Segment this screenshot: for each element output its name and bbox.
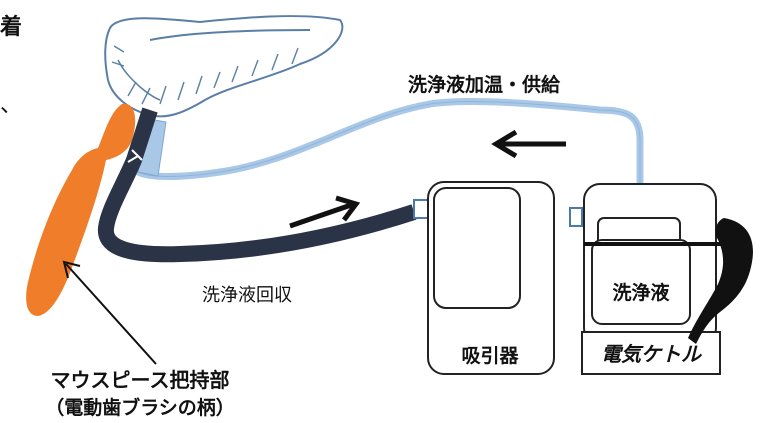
suction-connector	[413, 199, 429, 219]
recovery-tube	[97, 107, 417, 263]
supply-label: 洗浄液加温・供給	[408, 73, 561, 96]
electric-kettle	[581, 183, 722, 375]
clipped-label: 着	[0, 14, 22, 40]
suction-label: 吸引器	[461, 345, 519, 367]
suction-device	[427, 181, 555, 375]
cleaning-fluid-label: 洗浄液	[612, 281, 670, 304]
mouthpiece-handle	[26, 103, 136, 316]
denture-illustration	[104, 15, 344, 118]
recovery-flow-arrow	[289, 195, 361, 229]
mouthpiece-sublabel: （電動歯ブラシの柄）	[45, 396, 235, 419]
kettle-label: 電気ケトル	[601, 342, 702, 366]
power-cord	[688, 218, 753, 344]
supply-flow-arrow	[491, 129, 566, 159]
clipped-mark: 、	[0, 93, 22, 118]
mouthpiece-label: マウスピース把持部	[51, 368, 230, 392]
kettle-connector	[569, 207, 583, 227]
recovery-label: 洗浄液回収	[202, 285, 292, 306]
handle-pointer-line	[65, 263, 157, 365]
